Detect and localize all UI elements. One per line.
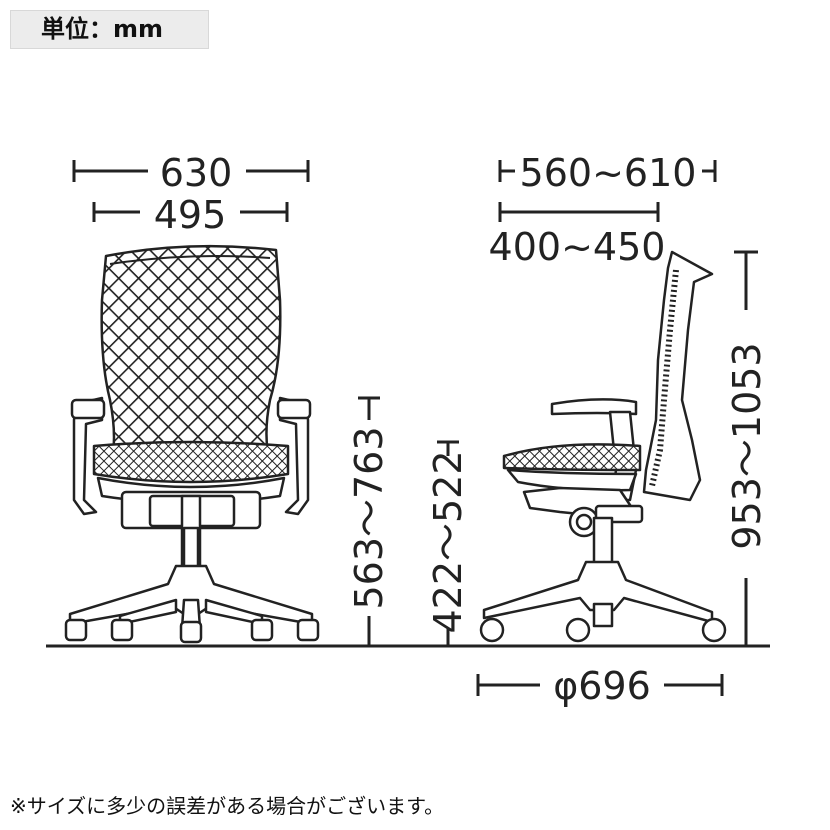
dim-base-diameter: φ696 (553, 664, 651, 708)
unit-label: 単位：mm (10, 10, 209, 49)
dim-overall-width: 630 (160, 151, 233, 195)
front-caster (296, 618, 320, 642)
side-seat (502, 443, 642, 472)
front-backrest-mesh (100, 244, 282, 472)
front-caster (250, 618, 274, 642)
dim-seat-depth: 400~450 (489, 225, 666, 269)
front-caster (110, 618, 134, 642)
dim-seat-height: 422～522 (426, 450, 470, 633)
side-backrest-frame (642, 250, 714, 502)
front-caster (64, 618, 88, 642)
side-caster (565, 617, 591, 643)
dim-overall-depth: 560~610 (520, 151, 697, 195)
dim-armrest-height: 563～763 (347, 426, 391, 609)
front-caster (179, 620, 203, 644)
side-star-base (482, 560, 714, 624)
side-caster (479, 617, 505, 643)
side-caster (701, 617, 727, 643)
front-view-chair (64, 244, 320, 644)
dimension-lines (72, 160, 758, 696)
dim-overall-height: 953～1053 (725, 342, 769, 549)
side-view-chair (479, 250, 727, 643)
size-disclaimer-note: ※サイズに多少の誤差がある場合がございます。 (10, 794, 445, 818)
front-seat (92, 440, 290, 484)
dim-seat-width: 495 (154, 193, 227, 237)
side-armrest (550, 398, 638, 416)
